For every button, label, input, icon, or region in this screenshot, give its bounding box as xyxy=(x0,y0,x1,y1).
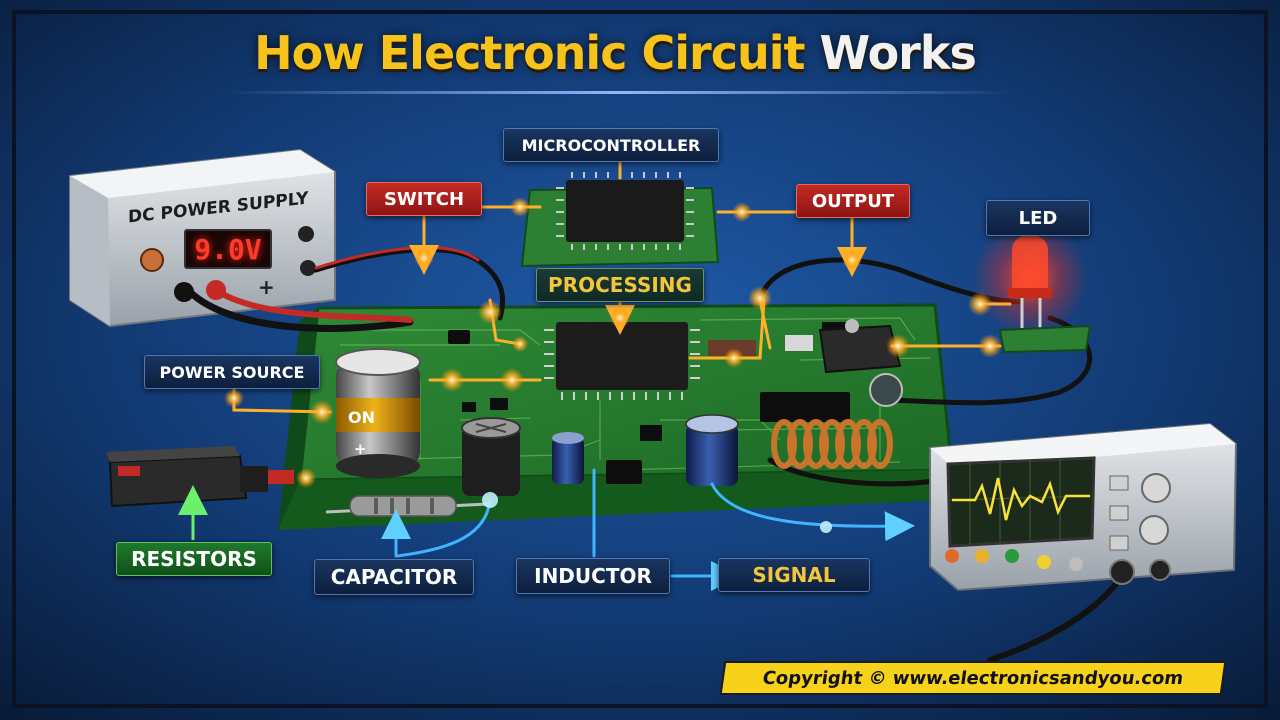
label-power-source: POWER SOURCE xyxy=(144,355,320,389)
supply-button-icon xyxy=(298,226,314,242)
led-component xyxy=(972,220,1092,354)
svg-text:+: + xyxy=(258,275,275,299)
page-title: How Electronic Circuit Works xyxy=(0,26,1230,80)
resistor xyxy=(325,495,489,517)
label-capacitor: CAPACITOR xyxy=(314,559,474,595)
voltage-display: 9.0V xyxy=(184,229,272,269)
capacitor-small-blue xyxy=(552,432,584,484)
capacitor-plus-marking: + xyxy=(354,440,367,458)
signal-flow-arrows xyxy=(381,468,915,591)
waveform-trace xyxy=(952,477,1090,521)
label-signal: SIGNAL xyxy=(718,558,870,592)
battery-pack xyxy=(106,446,294,508)
label-processing: PROCESSING xyxy=(536,268,704,302)
capacitor-black xyxy=(461,417,521,496)
copyright-banner: Copyright © www.electronicsandyou.com xyxy=(719,661,1227,695)
title-underline xyxy=(225,91,1015,94)
oscilloscope xyxy=(929,422,1238,592)
regulator-chip xyxy=(818,319,903,407)
label-inductor: INDUCTOR xyxy=(516,558,670,594)
capacitor-large-blue xyxy=(685,414,739,486)
scope-knob-icon xyxy=(1141,473,1171,503)
label-resistors: RESISTORS xyxy=(116,542,272,576)
electrolytic-capacitor xyxy=(335,348,421,478)
main-processor-chip xyxy=(544,322,700,400)
title-part-1: How Electronic Circuit xyxy=(254,26,805,80)
capacitor-on-marking: ON xyxy=(348,408,375,427)
glow-dots xyxy=(224,197,1002,488)
title-part-2: Works xyxy=(819,26,976,80)
label-led: LED xyxy=(986,200,1090,236)
supply-knob-icon xyxy=(140,248,164,272)
label-output: OUTPUT xyxy=(796,184,910,218)
microcontroller-module xyxy=(520,172,720,268)
inductor-coil xyxy=(771,419,893,469)
label-switch: SWITCH xyxy=(366,182,482,216)
label-microcontroller: MICROCONTROLLER xyxy=(503,128,719,162)
